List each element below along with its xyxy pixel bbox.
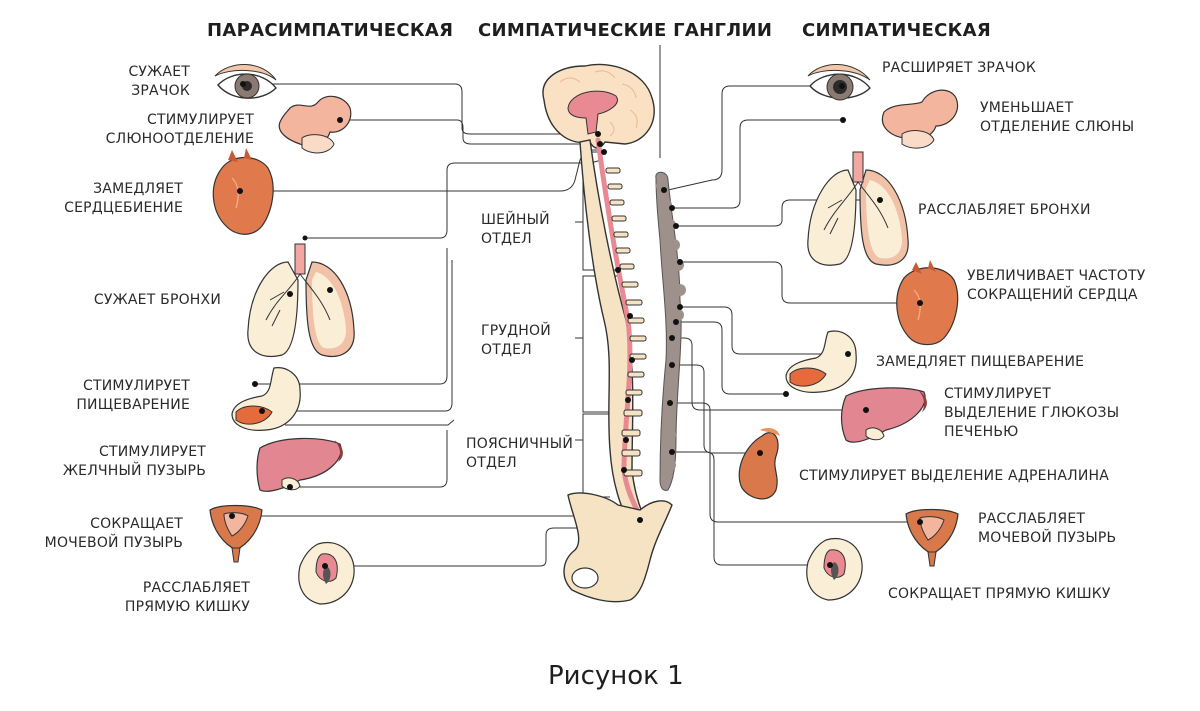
label-stimulate-digestion-2: ПИЩЕВАРЕНИЕ xyxy=(76,397,190,413)
sympathetic-connections xyxy=(659,45,920,566)
label-relax-bronchi: РАССЛАБЛЯЕТ БРОНХИ xyxy=(918,202,1091,218)
salivary-gland-icon xyxy=(278,95,352,154)
eye-icon-right xyxy=(807,63,871,101)
label-thoracic-2: ОТДЕЛ xyxy=(481,342,532,358)
connection-dots xyxy=(229,81,923,569)
label-constrict-bronchi: СУЖАЕТ БРОНХИ xyxy=(94,292,221,308)
heart-icon xyxy=(212,148,274,235)
right-labels: РАСШИРЯЕТ ЗРАЧОК УМЕНЬШАЕТ ОТДЕЛЕНИЕ СЛЮН… xyxy=(799,60,1146,602)
figure-caption: Рисунок 1 xyxy=(548,661,684,691)
label-reduce-saliva-1: УМЕНЬШАЕТ xyxy=(980,100,1074,116)
stomach-icon-right xyxy=(785,330,857,393)
label-relax-bladder-1: РАССЛАБЛЯЕТ xyxy=(978,511,1085,527)
label-thoracic-1: ГРУДНОЙ xyxy=(481,321,551,339)
header-ganglia: СИМПАТИЧЕСКИЕ ГАНГЛИИ xyxy=(478,20,772,41)
ganglia-chain-icon xyxy=(655,171,686,491)
label-slow-digestion: ЗАМЕДЛЯЕТ ПИЩЕВАРЕНИЕ xyxy=(876,354,1084,370)
label-stimulate-salivation-2: СЛЮНООТДЕЛЕНИЕ xyxy=(106,131,254,147)
lungs-icon xyxy=(247,243,355,357)
label-contract-bladder-2: МОЧЕВОЙ ПУЗЫРЬ xyxy=(45,533,183,551)
label-lumbar-1: ПОЯСНИЧНЫЙ xyxy=(466,434,573,452)
label-constrict-pupil-1: СУЖАЕТ xyxy=(128,64,190,80)
lungs-icon-right xyxy=(807,151,909,266)
header-parasympathetic: ПАРАСИМПАТИЧЕСКАЯ xyxy=(207,20,453,41)
label-reduce-saliva-2: ОТДЕЛЕНИЕ СЛЮНЫ xyxy=(980,119,1134,135)
label-cervical-2: ОТДЕЛ xyxy=(481,231,532,247)
label-increase-heart-rate-2: СОКРАЩЕНИЙ СЕРДЦА xyxy=(967,285,1138,303)
salivary-gland-icon-right xyxy=(881,89,959,149)
spine-section-labels: ШЕЙНЫЙ ОТДЕЛ ГРУДНОЙ ОТДЕЛ ПОЯСНИЧНЫЙ ОТДЕЛ xyxy=(466,210,573,471)
bladder-icon xyxy=(209,504,263,563)
label-stimulate-digestion-1: СТИМУЛИРУЕТ xyxy=(83,378,190,394)
label-constrict-pupil-2: ЗРАЧОК xyxy=(131,83,190,99)
label-slow-heartbeat-1: ЗАМЕДЛЯЕТ xyxy=(93,181,183,197)
spine-icon xyxy=(579,137,648,526)
brain-icon xyxy=(542,63,655,149)
label-relax-rectum-1: РАССЛАБЛЯЕТ xyxy=(143,580,250,596)
label-stimulate-glucose-1: СТИМУЛИРУЕТ xyxy=(944,386,1051,402)
label-lumbar-2: ОТДЕЛ xyxy=(466,455,517,471)
pelvis-icon xyxy=(563,492,673,603)
label-slow-heartbeat-2: СЕРДЦЕБИЕНИЕ xyxy=(64,200,183,216)
label-stimulate-adrenaline: СТИМУЛИРУЕТ ВЫДЕЛЕНИЕ АДРЕНАЛИНА xyxy=(799,468,1109,484)
liver-icon-right xyxy=(840,387,927,443)
stomach-icon xyxy=(231,367,301,431)
label-stimulate-glucose-3: ПЕЧЕНЬЮ xyxy=(944,424,1018,440)
left-labels: СУЖАЕТ ЗРАЧОК СТИМУЛИРУЕТ СЛЮНООТДЕЛЕНИЕ З… xyxy=(45,64,255,615)
rectum-icon-right xyxy=(806,538,863,601)
rectum-icon xyxy=(298,542,355,605)
label-cervical-1: ШЕЙНЫЙ xyxy=(481,210,550,228)
label-contract-bladder-1: СОКРАЩАЕТ xyxy=(90,516,183,532)
label-contract-rectum: СОКРАЩАЕТ ПРЯМУЮ КИШКУ xyxy=(888,586,1111,602)
eye-icon xyxy=(214,63,277,99)
liver-icon xyxy=(256,437,343,492)
kidney-icon xyxy=(738,428,780,500)
bladder-icon-right xyxy=(905,508,959,567)
heart-icon-right xyxy=(896,260,959,346)
label-relax-bladder-2: МОЧЕВОЙ ПУЗЫРЬ xyxy=(978,528,1116,546)
header-sympathetic: СИМПАТИЧЕСКАЯ xyxy=(802,20,991,41)
label-dilate-pupil: РАСШИРЯЕТ ЗРАЧОК xyxy=(882,60,1036,76)
label-stimulate-glucose-2: ВЫДЕЛЕНИЕ ГЛЮКОЗЫ xyxy=(944,405,1119,421)
label-stimulate-gallbladder-2: ЖЕЛЧНЫЙ ПУЗЫРЬ xyxy=(63,461,206,479)
label-increase-heart-rate-1: УВЕЛИЧИВАЕТ ЧАСТОТУ xyxy=(967,268,1146,284)
label-relax-rectum-2: ПРЯМУЮ КИШКУ xyxy=(125,599,250,615)
label-stimulate-gallbladder-1: СТИМУЛИРУЕТ xyxy=(99,444,206,460)
label-stimulate-salivation-1: СТИМУЛИРУЕТ xyxy=(147,112,254,128)
